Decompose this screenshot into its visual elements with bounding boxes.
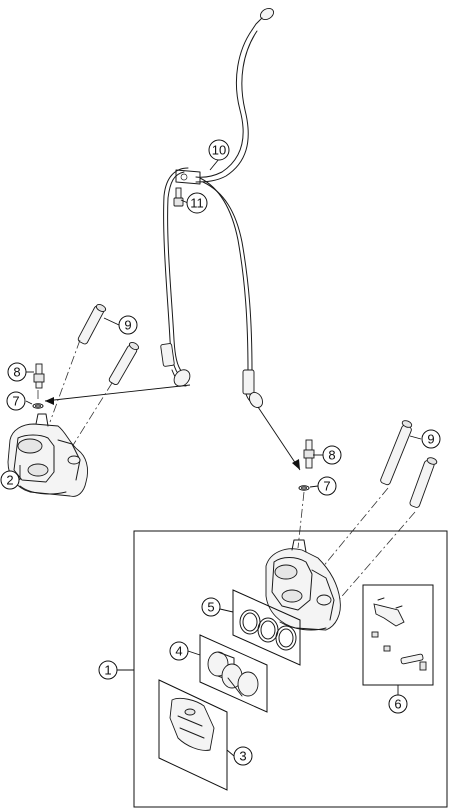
left-caliper-body <box>7 413 89 497</box>
callout-5: 5 <box>201 597 221 617</box>
right-pin-lower <box>409 457 438 508</box>
seal-kit-5 <box>232 589 301 666</box>
callout-leaders <box>19 158 422 757</box>
right-caliper-body <box>265 539 341 631</box>
callout-9-right: 9 <box>421 429 441 449</box>
svg-text:10: 10 <box>212 143 226 158</box>
svg-text:4: 4 <box>175 644 182 659</box>
callout-6: 6 <box>388 694 408 714</box>
callout-4: 4 <box>169 641 189 661</box>
svg-text:8: 8 <box>328 448 335 463</box>
arrow-head-left <box>45 397 54 405</box>
small-parts-kit-6 <box>362 584 434 686</box>
svg-text:11: 11 <box>190 196 204 211</box>
arrow-head-right <box>292 459 300 470</box>
callout-8-left: 8 <box>7 362 27 382</box>
callout-1: 1 <box>98 660 118 680</box>
piston-kit-4 <box>199 634 268 713</box>
svg-text:7: 7 <box>12 394 19 409</box>
svg-text:6: 6 <box>394 697 401 712</box>
svg-text:1: 1 <box>104 663 111 678</box>
kit-box <box>133 530 448 808</box>
svg-text:3: 3 <box>239 749 246 764</box>
callout-2: 2 <box>0 470 20 490</box>
callout-10: 10 <box>208 139 230 161</box>
svg-text:2: 2 <box>6 473 13 488</box>
left-pin-lower <box>108 341 140 386</box>
svg-text:9: 9 <box>124 318 131 333</box>
svg-text:7: 7 <box>323 479 330 494</box>
right-pin-upper <box>380 420 413 486</box>
callout-11: 11 <box>186 192 208 214</box>
callout-8-right: 8 <box>322 445 342 465</box>
svg-text:9: 9 <box>427 432 434 447</box>
right-small-parts <box>297 420 438 611</box>
callout-3: 3 <box>233 746 253 766</box>
svg-text:8: 8 <box>13 365 20 380</box>
callout-9-left: 9 <box>118 315 138 335</box>
svg-text:5: 5 <box>207 600 214 615</box>
left-pin-upper <box>77 304 107 345</box>
leader-arrows <box>44 384 301 471</box>
pad-kit-3 <box>158 679 228 791</box>
left-caliper-assembly <box>7 304 140 497</box>
callout-7-right: 7 <box>317 476 337 496</box>
brake-hose <box>160 7 275 408</box>
callout-7-left: 7 <box>6 391 26 411</box>
